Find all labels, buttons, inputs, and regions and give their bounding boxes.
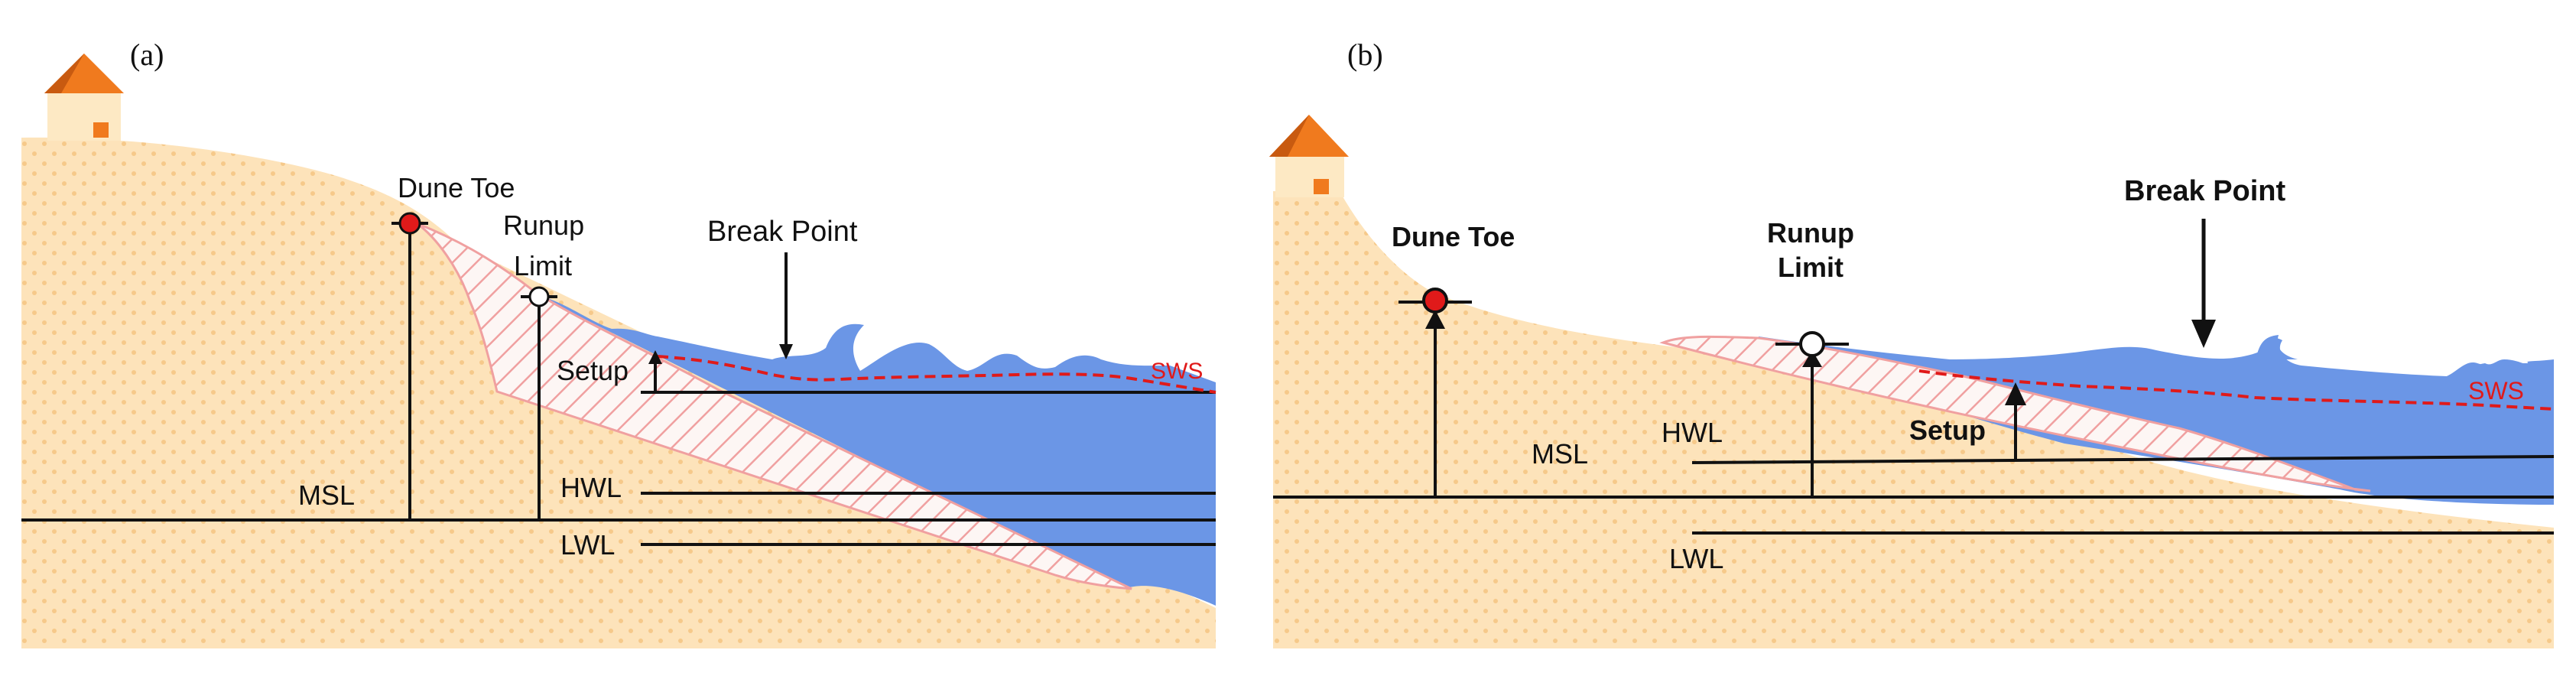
panel-b: (b) SWS Dune Toe Runup Limit Break Po xyxy=(1269,37,2555,648)
panel-a-water xyxy=(535,294,1216,606)
panel-b-tag: (b) xyxy=(1347,37,1383,72)
panel-a-sws-label: SWS xyxy=(1151,359,1203,384)
panel-b-break-point-label: Break Point xyxy=(2124,175,2286,207)
panel-b-runup-label-2: Limit xyxy=(1778,252,1843,283)
panel-b-setup-arrowhead xyxy=(2005,382,2026,405)
panel-a-break-point-label: Break Point xyxy=(707,216,858,248)
panel-b-dune-toe-marker xyxy=(1422,288,1448,314)
panel-b-runup-label-1: Runup xyxy=(1767,217,1854,249)
panel-a-tag: (a) xyxy=(130,37,164,72)
panel-a-runup-wedge xyxy=(416,222,1132,590)
panel-a-dune-toe-label: Dune Toe xyxy=(398,172,515,203)
panel-b-lwl-label: LWL xyxy=(1669,543,1723,574)
panel-a-break-point-arrowhead xyxy=(779,344,793,359)
panel-b-hwl-label: HWL xyxy=(1662,417,1723,448)
panel-a-runup-marker xyxy=(528,286,550,307)
panel-b-sws-line xyxy=(1918,369,2555,411)
panel-b-wave-crest-2 xyxy=(2447,362,2554,398)
panel-a-house-icon xyxy=(44,54,124,141)
panel-b-sws-label: SWS xyxy=(2468,377,2524,405)
panel-b-dune-toe-arrowhead xyxy=(1425,310,1445,329)
panel-a-lwl-label: LWL xyxy=(560,529,615,561)
panel-b-runup-marker xyxy=(1799,331,1825,357)
panel-b-wave-crest-1 xyxy=(2256,335,2298,359)
panel-a-msl-label: MSL xyxy=(298,479,355,511)
panel-a: (a) SWS Dune Toe Runup Limit Break Point xyxy=(21,37,1217,648)
panel-a-setup-arrowhead xyxy=(648,350,662,364)
panel-b-hwl-line xyxy=(1691,455,2555,464)
panel-b-runup-arrowhead xyxy=(1802,350,1822,367)
panel-a-setup-label: Setup xyxy=(557,355,629,386)
panel-a-hwl-label: HWL xyxy=(560,472,622,503)
panel-b-setup-label: Setup xyxy=(1909,414,1986,446)
panel-b-house-icon xyxy=(1269,115,1349,197)
panel-b-msl-label: MSL xyxy=(1532,438,1588,470)
panel-b-break-point-arrowhead xyxy=(2191,320,2216,348)
panel-a-runup-label-1: Runup xyxy=(503,210,584,241)
panel-a-runup-label-2: Limit xyxy=(514,250,572,281)
panel-a-dune-toe-marker xyxy=(398,212,421,235)
panel-b-dune-toe-label: Dune Toe xyxy=(1392,221,1515,252)
